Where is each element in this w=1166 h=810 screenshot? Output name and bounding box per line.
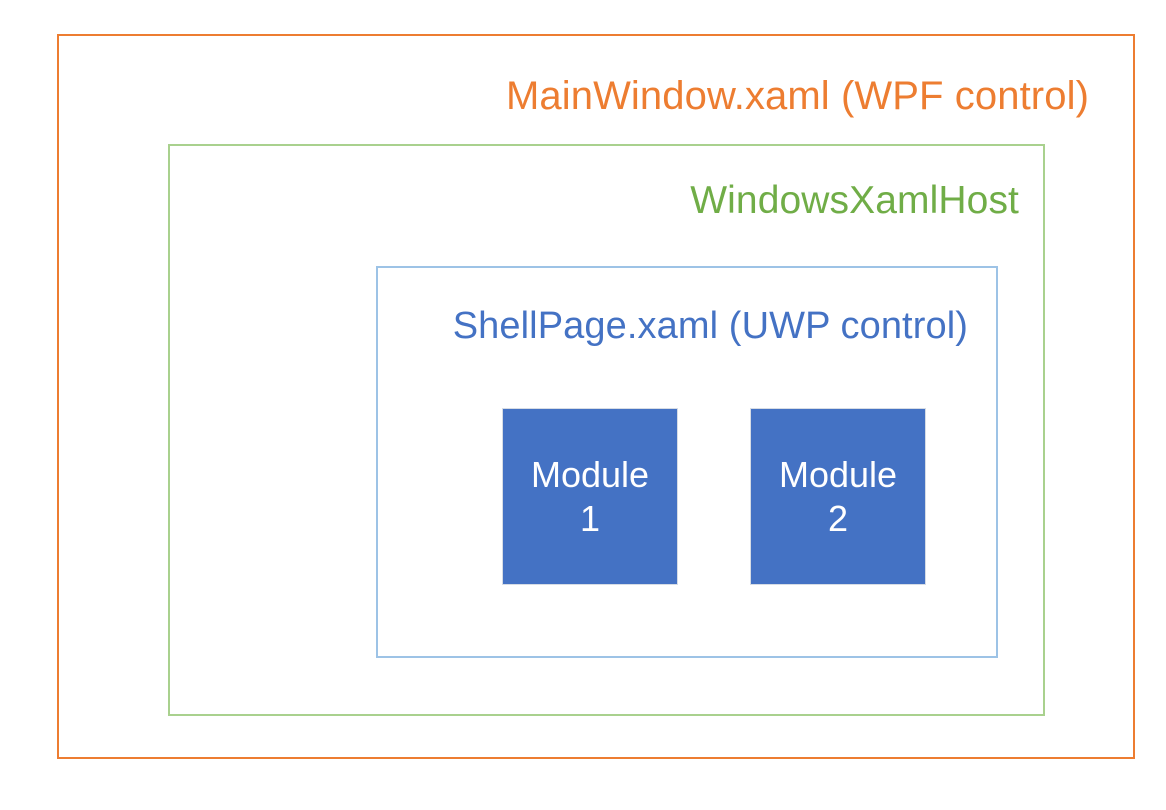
module-1-label-line-1: Module: [530, 453, 650, 495]
layer-label-shell-page: ShellPage.xaml (UWP control): [452, 305, 968, 347]
layer-windows-xaml-host: WindowsXamlHost ShellPage.xaml (UWP cont…: [168, 144, 1045, 716]
module-box-1: Module 1: [502, 408, 678, 585]
layer-label-windows-xaml-host: WindowsXamlHost: [690, 179, 1019, 222]
module-2-label-line-2: 2: [827, 497, 849, 539]
layer-label-main-window: MainWindow.xaml (WPF control): [505, 74, 1089, 118]
layer-main-window: MainWindow.xaml (WPF control) WindowsXam…: [57, 34, 1135, 759]
module-box-2: Module 2: [750, 408, 926, 585]
module-2-label-line-1: Module: [778, 453, 898, 495]
module-1-label-line-2: 1: [579, 497, 601, 539]
layer-shell-page: ShellPage.xaml (UWP control) Module 1 Mo…: [376, 266, 998, 658]
